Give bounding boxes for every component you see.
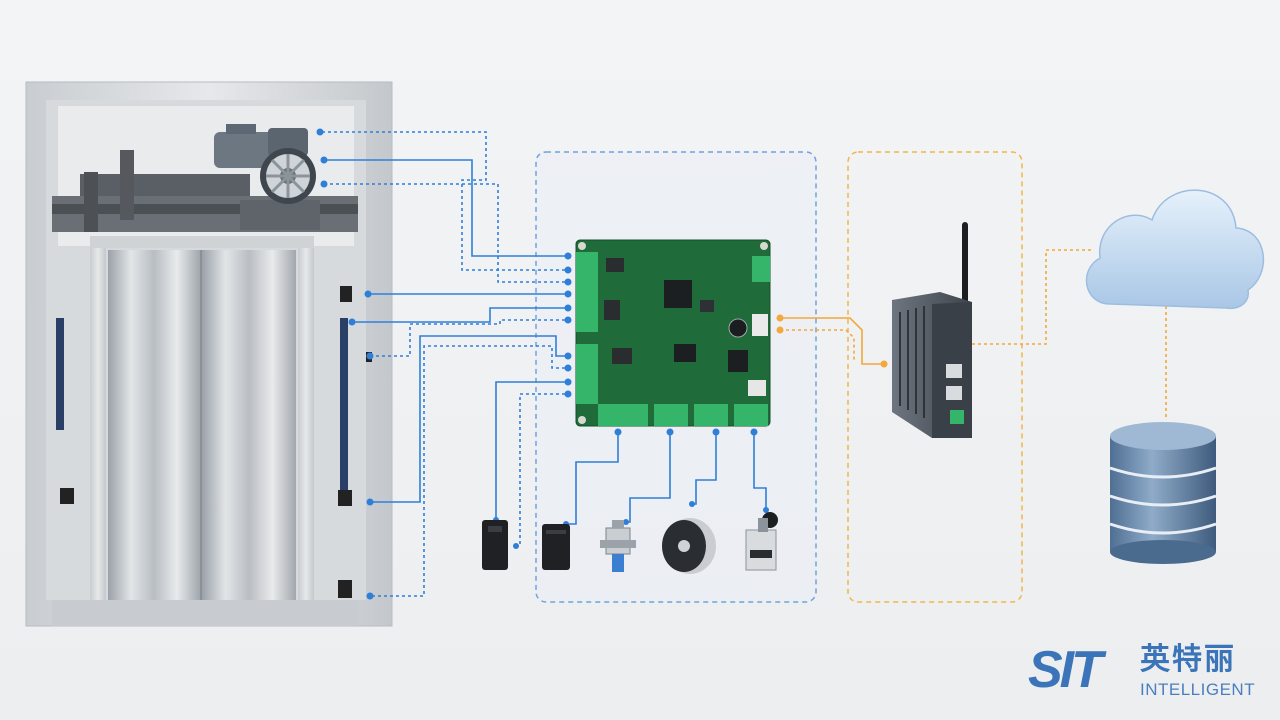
gateway-zone (847, 151, 1023, 603)
brand-logo: SIT 英特丽 INTELLIGENT (1028, 640, 1268, 704)
photoelectric-sensor (542, 524, 570, 570)
brand-name-en: INTELLIGENT (1140, 680, 1256, 699)
signal-dots (316, 128, 769, 600)
database-icon (1109, 422, 1217, 564)
limit-switch (745, 512, 778, 571)
controller-pcb (575, 239, 771, 427)
elevator-car-doors (25, 81, 393, 627)
iot-gateway (892, 222, 972, 438)
photoelectric-sensor (482, 520, 508, 570)
brand-logo-mark: SIT (1028, 641, 1103, 699)
data-lines (780, 249, 1167, 420)
encoder (662, 518, 716, 574)
brand-name-cn: 英特丽 (1140, 642, 1236, 677)
cloud-icon (1085, 189, 1265, 310)
proximity-sensor (600, 520, 636, 572)
traction-motor (214, 124, 316, 204)
